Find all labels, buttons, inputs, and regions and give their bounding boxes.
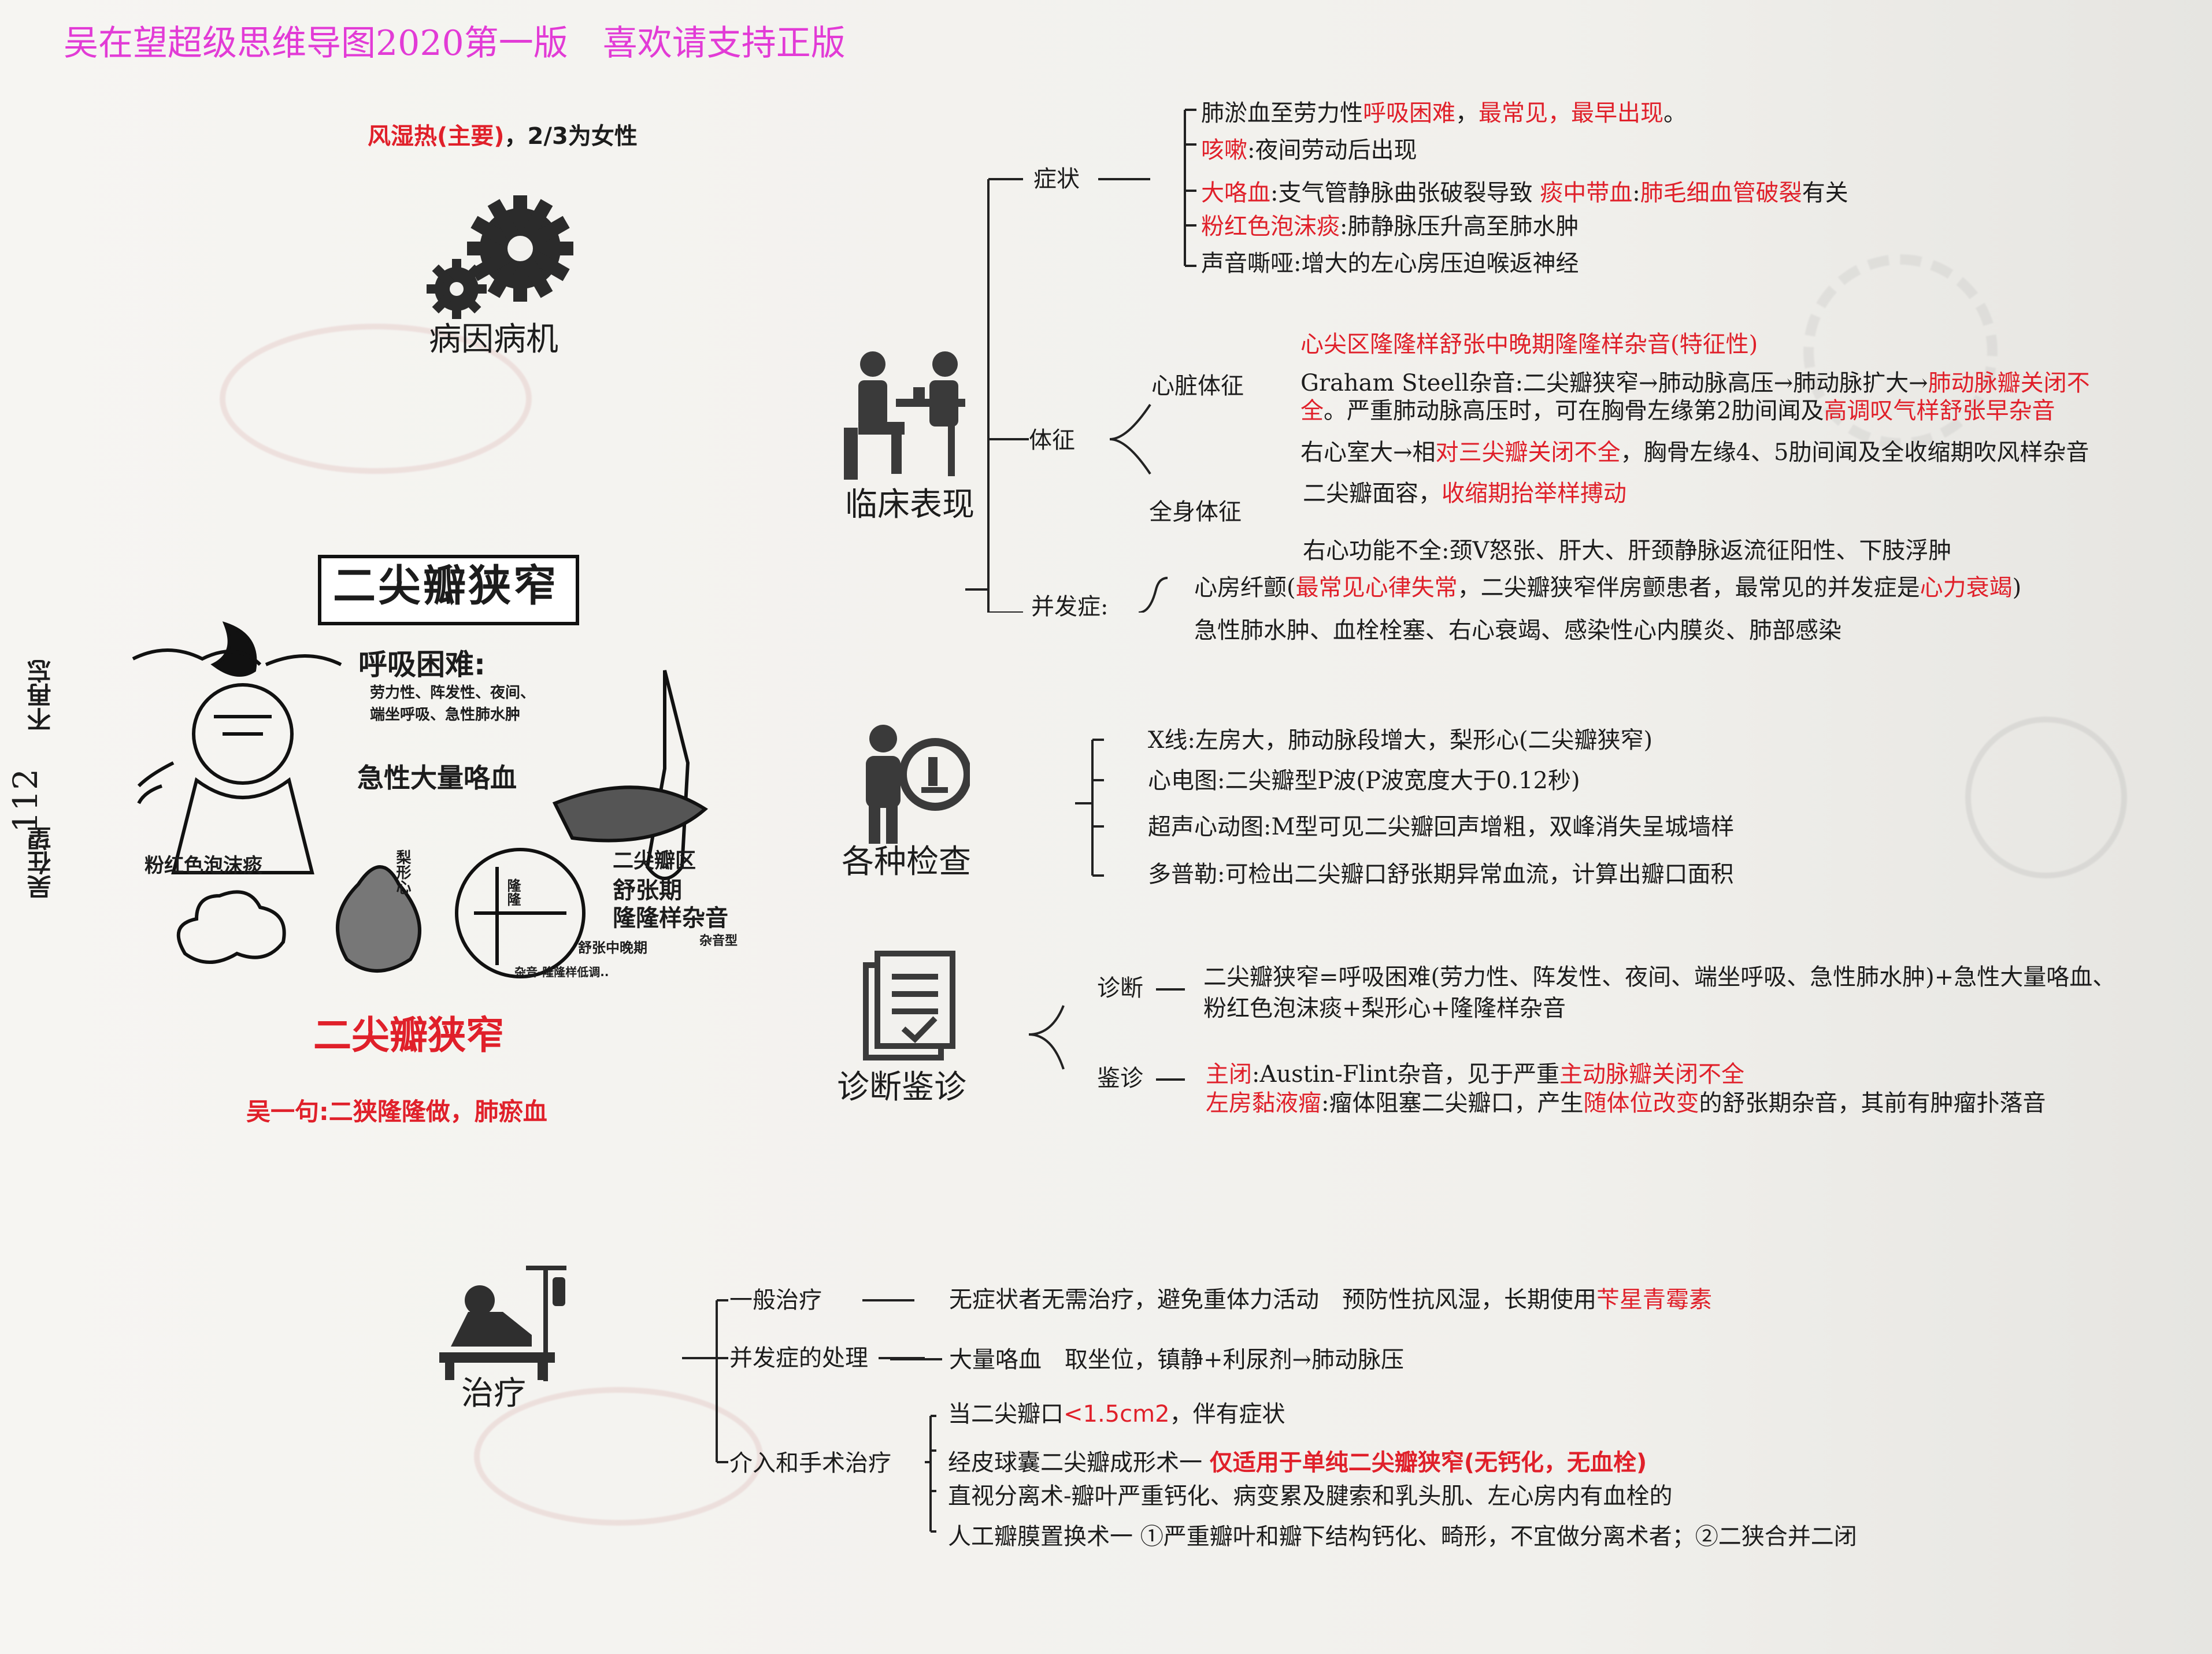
sketch-mur2: 舒张期 [613, 877, 682, 904]
clinical-label: 临床表现 [845, 486, 975, 524]
watermark: 吴在望超级思维导图2020第一版 喜欢请支持正版 [64, 23, 846, 64]
general-sign-2: 右心功能不全:颈V怒张、肝大、肝颈静脉返流征阳性、下肢浮肿 [1303, 537, 1952, 564]
spine-tagline: 不再忘 [27, 659, 55, 732]
gears-icon [427, 195, 573, 319]
slogan: 吴一句:二狭隆隆做，肺瘀血 [246, 1097, 547, 1126]
diag-label: 诊断 [1097, 975, 1143, 1002]
comp-dash [890, 1358, 942, 1360]
surgery-label: 介入和手术治疗 [729, 1450, 891, 1477]
symptoms-label: 症状 [1033, 166, 1080, 192]
sketch-dyspnea: 呼吸困难: [358, 648, 486, 681]
document-check-icon [863, 951, 955, 1060]
bleed-through-oval [220, 324, 532, 474]
sketch-pear: 梨形心 [394, 850, 411, 895]
sketch-mur3: 隆隆样杂音 [613, 905, 728, 932]
treatment-tree-lines [682, 1299, 936, 1533]
treatment-label: 治疗 [461, 1375, 526, 1412]
clinical-tree-lines [965, 109, 1196, 613]
complication-1: 心房纤颤(最常见心律失常，二尖瓣狭窄伴房颤患者，最常见的并发症是心力衰竭) [1194, 574, 2022, 601]
sketch-foam: 粉红色泡沫痰 [144, 854, 262, 877]
title-box [318, 555, 579, 625]
etiology-note: 风湿热(主要)，2/3为女性 [368, 123, 638, 150]
signs-label: 体征 [1029, 427, 1075, 454]
sketch-d1: 劳力性、阵发性、夜间、 [370, 684, 536, 702]
sketch-d2: 端坐呼吸、急性肺水肿 [370, 706, 521, 724]
complication-treatment-text: 大量咯血 取坐位，镇静+利尿剂→肺动脉压 [949, 1347, 1405, 1373]
sketch-heart: 隆隆 [505, 878, 521, 906]
center-title-red: 二尖瓣狭窄 [313, 1013, 504, 1058]
spine-author: 吴在望 [27, 826, 55, 899]
title-box-text: 二尖瓣狭窄 [333, 561, 558, 611]
symptom-4: 粉红色泡沫痰:肺静脉压升高至肺水肿 [1201, 213, 1579, 240]
exam-4: 多普勒:可检出二尖瓣口舒张期异常血流，计算出瓣口面积 [1148, 861, 1734, 888]
cardiac-sign-2a: Graham Steell杂音:二尖瓣狭窄→肺动脉高压→肺动脉扩大→肺动脉瓣关闭… [1300, 370, 2090, 396]
diff-1: 主闭:Austin-Flint杂音，见于严重主动脉瓣关闭不全 [1206, 1061, 1744, 1088]
sketch-small3: 杂音型 [699, 934, 738, 948]
sketch-mur1: 二尖瓣区 [613, 849, 696, 873]
surgery-item-4: 人工瓣膜置换术一 ①严重瓣叶和瓣下结构钙化、畸形，不宜做分离术者；②二狭合并二闭 [948, 1523, 1857, 1550]
cardiac-sign-2b: 全。严重肺动脉高压时，可在胸骨左缘第2肋间闻及高调叹气样舒张早杂音 [1300, 398, 2055, 424]
page-number: 112 [6, 769, 45, 833]
complication-treatment-label: 并发症的处理 [729, 1345, 868, 1371]
symptom-2: 咳嗽:夜间劳动后出现 [1201, 137, 1417, 164]
bleed-through-oval [474, 1387, 763, 1526]
symptom-1: 肺淤血至劳力性呼吸困难，最常见，最早出现。 [1201, 100, 1687, 127]
surgery-item-3: 直视分离术-瓣叶严重钙化、病变累及腱索和乳头肌、左心房内有血栓的 [948, 1483, 1673, 1510]
diag-dash [1156, 988, 1185, 991]
bleed-through-face [1965, 717, 2127, 878]
symptom-5: 声音嘶哑:增大的左心房压迫喉返神经 [1201, 250, 1579, 277]
general-sign-1: 二尖瓣面容，收缩期抬举样搏动 [1303, 480, 1626, 507]
sketch-illustration [132, 621, 708, 978]
examination-icon [866, 725, 970, 844]
general-signs-label: 全身体征 [1149, 499, 1242, 525]
cardiac-sign-3: 右心室大→相对三尖瓣关闭不全，胸骨左缘4、5肋间闻及全收缩期吹风样杂音 [1300, 439, 2089, 466]
doctor-patient-icon [844, 351, 965, 480]
exams-tree-lines [1075, 739, 1104, 877]
diagnosis-tree-lines [1029, 1005, 1065, 1070]
diag-line-2: 粉红色泡沫痰+梨形心+隆隆样杂音 [1203, 995, 1566, 1022]
cardiac-signs-label: 心脏体征 [1151, 373, 1244, 399]
exam-2: 心电图:二尖瓣型P波(P波宽度大于0.12秒) [1148, 767, 1580, 794]
diagnosis-label: 诊断鉴诊 [837, 1069, 966, 1106]
surgery-item-2: 经皮球囊二尖瓣成形术一 仅适用于单纯二尖瓣狭窄(无钙化，无血栓) [948, 1449, 1647, 1476]
exam-3: 超声心动图:M型可见二尖瓣回声增粗，双峰消失呈城墙样 [1148, 814, 1735, 840]
sketch-hemoptysis: 急性大量咯血 [357, 762, 517, 793]
exam-1: X线:左房大，肺动脉段增大，梨形心(二尖瓣狭窄) [1148, 727, 1653, 754]
diff-label: 鉴诊 [1097, 1065, 1143, 1092]
diag-line-1: 二尖瓣狭窄=呼吸困难(劳力性、阵发性、夜间、端坐呼吸、急性肺水肿)+急性大量咯血… [1203, 964, 2116, 991]
complication-2: 急性肺水肿、血栓栓塞、右心衰竭、感染性心内膜炎、肺部感染 [1194, 617, 1842, 644]
sketch-small1: 舒张中晚期 [578, 940, 647, 956]
symptom-3: 大咯血:支气管静脉曲张破裂导致 痰中带血:肺毛细血管破裂有关 [1201, 180, 1848, 206]
general-treatment-text: 无症状者无需治疗，避免重体力活动 预防性抗风湿，长期使用苄星青霉素 [949, 1286, 1712, 1313]
treatment-bed-icon [439, 1266, 566, 1381]
surgery-item-1: 当二尖瓣口<1.5cm2，伴有症状 [948, 1401, 1285, 1427]
cardiac-sign-1: 心尖区隆隆样舒张中晚期隆隆样杂音(特征性) [1300, 331, 1758, 358]
diff-2: 左房黏液瘤:瘤体阻塞二尖瓣口，产生随体位改变的舒张期杂音，其前有肿瘤扑落音 [1206, 1090, 2046, 1117]
exams-label: 各种检查 [842, 843, 971, 881]
sketch-small2: 杂音-隆隆样低调.. [514, 965, 609, 979]
etiology-label: 病因病机 [429, 321, 558, 358]
diff-dash [1156, 1078, 1185, 1081]
general-treatment-label: 一般治疗 [729, 1287, 822, 1314]
complications-label: 并发症: [1031, 594, 1109, 620]
